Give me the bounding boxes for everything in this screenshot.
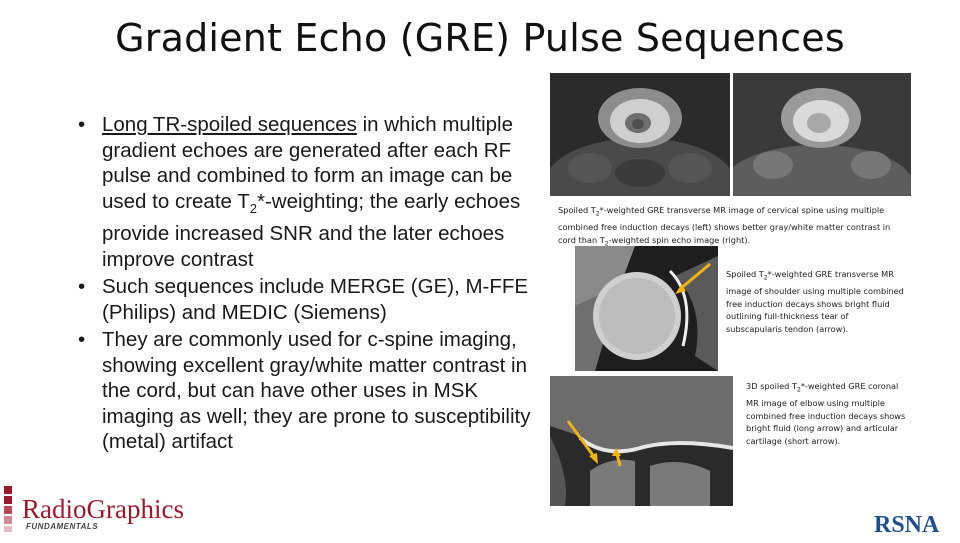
radiographics-logo: RadioGraphics FUNDAMENTALS bbox=[4, 486, 204, 532]
bullet-link-long-tr[interactable]: Long TR-spoiled sequences bbox=[102, 113, 357, 136]
radiographics-wordmark: RadioGraphics bbox=[22, 494, 184, 524]
bullet-list: • Long TR-spoiled sequences in which mul… bbox=[78, 112, 548, 457]
fundamentals-wordmark: FUNDAMENTALS bbox=[26, 522, 98, 531]
mri-elbow-image bbox=[550, 376, 733, 506]
bullet-text-1a: in which multiple gradient echoes are ge… bbox=[102, 113, 513, 213]
rsna-logo: RSNA bbox=[872, 508, 956, 538]
mri-spine-se-image bbox=[733, 73, 911, 196]
bullet-text-2: Such sequences include MERGE (GE), M-FFE… bbox=[102, 275, 529, 324]
bullet-dot: • bbox=[78, 328, 86, 352]
arrow-shoulder bbox=[678, 262, 711, 292]
rsna-wordmark: RSNA bbox=[874, 512, 940, 538]
bullet-item-2: • Such sequences include MERGE (GE), M-F… bbox=[78, 274, 548, 325]
arrow-elbow-long bbox=[566, 420, 597, 459]
caption-shoulder: Spoiled T2*-weighted GRE transverse MR i… bbox=[726, 269, 904, 335]
bullet-text-1b: *-weighting; the early echoes provide in… bbox=[102, 189, 521, 271]
bullet-text-3: They are commonly used for c-spine imagi… bbox=[102, 328, 531, 454]
bullet-item-1: • Long TR-spoiled sequences in which mul… bbox=[78, 112, 548, 272]
bullet-dot: • bbox=[78, 275, 86, 299]
slide-title: Gradient Echo (GRE) Pulse Sequences bbox=[115, 16, 845, 60]
subscript-2: 2 bbox=[249, 200, 257, 216]
bullet-item-3: • They are commonly used for c-spine ima… bbox=[78, 327, 548, 455]
mri-spine-gre-image bbox=[550, 73, 730, 196]
caption-spine: Spoiled T2*-weighted GRE transverse MR i… bbox=[558, 205, 891, 248]
bullet-dot: • bbox=[78, 113, 86, 136]
mri-shoulder-image bbox=[575, 246, 718, 371]
caption-elbow: 3D spoiled T2*-weighted GRE coronal MR i… bbox=[746, 381, 906, 447]
